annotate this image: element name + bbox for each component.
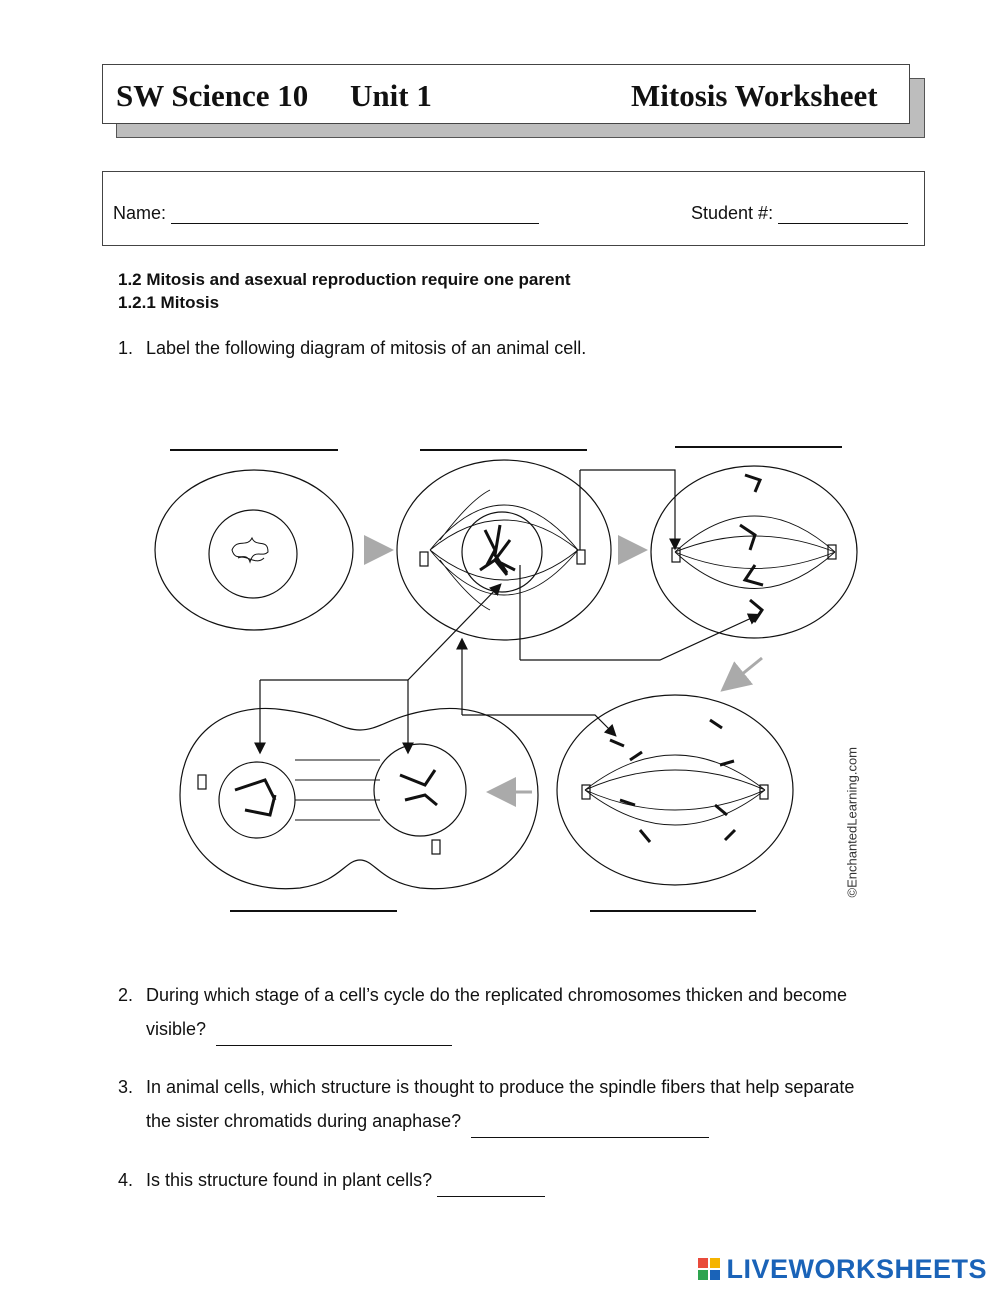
- question-2: 2. During which stage of a cell’s cycle …: [118, 978, 878, 1048]
- page-title: Mitosis Worksheet: [631, 78, 878, 113]
- student-number-label: Student #:: [691, 203, 774, 223]
- course-label: SW Science 10: [116, 78, 309, 113]
- question-text: Label the following diagram of mitosis o…: [146, 338, 587, 358]
- section-heading: 1.2 Mitosis and asexual reproduction req…: [118, 270, 571, 289]
- liveworksheets-logo: LIVEWORKSHEETS: [698, 1254, 987, 1284]
- question-number: 4.: [118, 1170, 134, 1190]
- answer-blank-2[interactable]: [216, 1027, 453, 1046]
- question-number: 2.: [118, 985, 134, 1005]
- mitosis-diagram: [154, 446, 858, 912]
- question-text: During which stage of a cell’s cycle do …: [146, 978, 866, 1046]
- question-text: Is this structure found in plant cells?: [146, 1163, 866, 1197]
- logo-icon: [698, 1257, 722, 1282]
- prophase-cell: [396, 459, 612, 641]
- unit-label: Unit 1: [350, 78, 432, 113]
- student-number-blank[interactable]: [778, 205, 909, 224]
- name-field[interactable]: Name:: [113, 203, 540, 224]
- name-label: Name:: [113, 203, 167, 223]
- interphase-cell: [154, 469, 354, 631]
- worksheet-header: SW Science 10 Unit 1 Mitosis Worksheet: [102, 64, 910, 124]
- question-3: 3. In animal cells, which structure is t…: [118, 1070, 878, 1140]
- question-4: 4. Is this structure found in plant cell…: [118, 1163, 878, 1197]
- answer-blank-4[interactable]: [437, 1178, 546, 1197]
- telophase-cell: [179, 708, 539, 890]
- section-subheading: 1.2.1 Mitosis: [118, 293, 220, 312]
- question-number: 1.: [118, 338, 134, 358]
- metaphase-cell: [650, 465, 858, 639]
- answer-blank-3[interactable]: [471, 1119, 710, 1138]
- student-info-box: Name: Student #:: [102, 171, 925, 246]
- question-number: 3.: [118, 1077, 134, 1097]
- name-blank[interactable]: [171, 205, 540, 224]
- diagram-credit: ©EnchantedLearning.com: [844, 746, 860, 898]
- logo-text: LIVEWORKSHEETS: [726, 1254, 987, 1284]
- student-number-field[interactable]: Student #:: [691, 203, 909, 224]
- anaphase-cell: [556, 694, 794, 886]
- question-text: In animal cells, which structure is thou…: [146, 1070, 866, 1138]
- question-1: 1. Label the following diagram of mitosi…: [118, 331, 878, 365]
